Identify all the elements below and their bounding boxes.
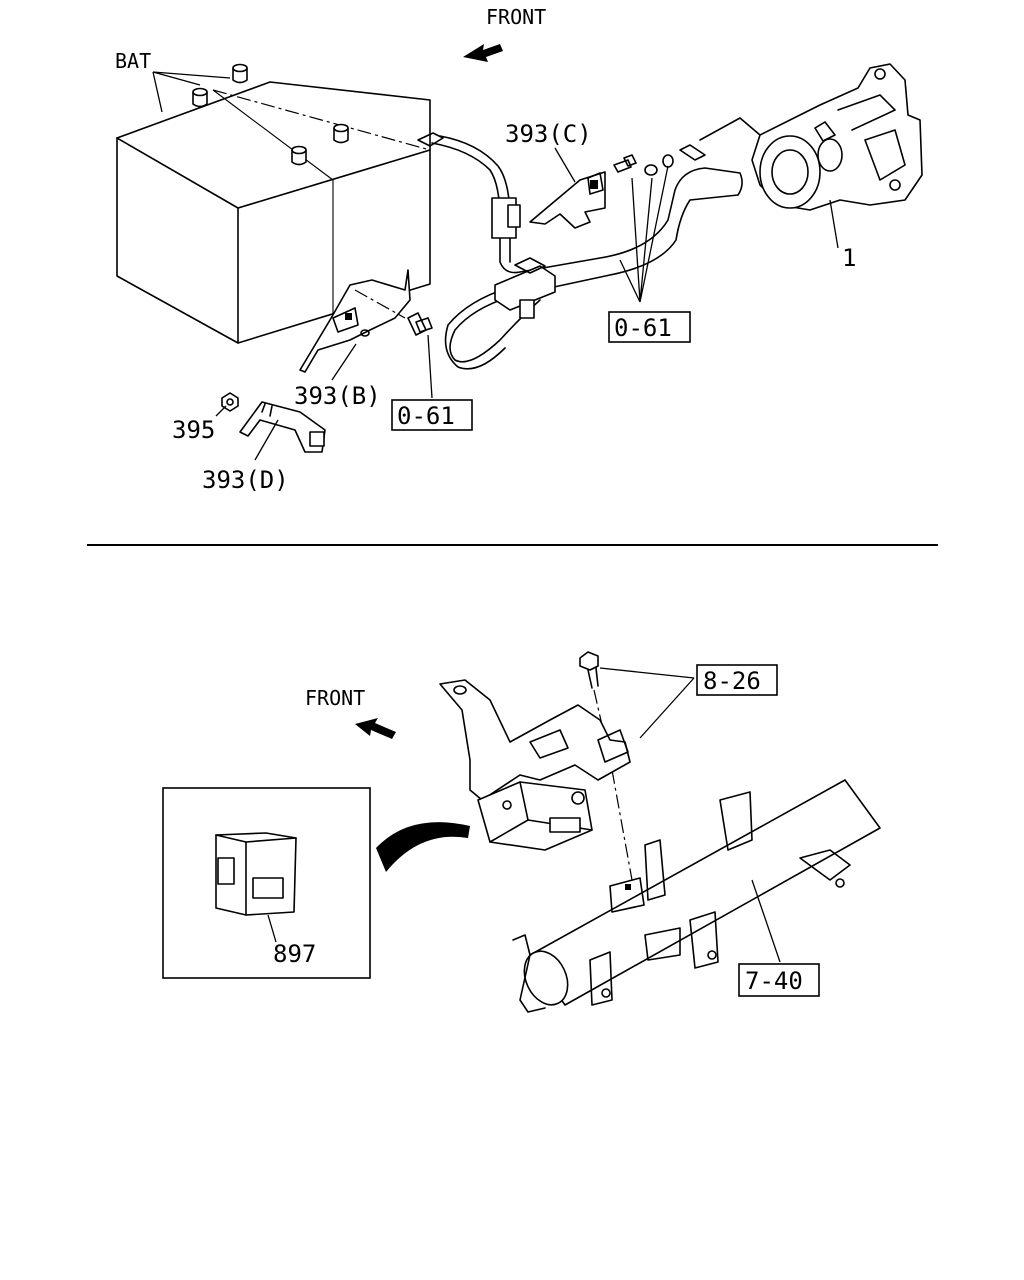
battery-terminal-2 [192,87,208,108]
battery-terminal-4 [291,145,307,166]
bracket-393b-label: 393(B) [294,382,381,410]
ref-box-7-40-text: 7-40 [745,967,803,995]
bracket-393b [299,269,411,373]
bolt-393b [407,312,433,336]
ref-box-0-61-lower-text: 0-61 [397,402,455,430]
battery-label: BAT [115,49,151,73]
cross-member [512,779,881,1013]
bolt-8-26 [579,651,599,689]
bracket-393c-label: 393(C) [505,120,592,148]
bracket-393d [239,401,326,453]
bolt-top-right [613,154,637,173]
control-unit-897 [215,832,297,916]
starter-motor [699,63,923,211]
callout-arrow-icon [376,822,470,872]
control-unit-897-label: 897 [273,940,316,968]
battery-terminal-3 [333,123,349,144]
front-label-top: FRONT [486,5,546,29]
nut-top-right [644,154,674,176]
front-label-bottom: FRONT [305,686,365,710]
ref-box-8-26 [696,664,778,696]
mounting-bracket [439,679,631,801]
front-arrow-top-icon [463,44,503,62]
front-arrow-bottom-icon [355,718,396,739]
ref-box-0-61-lower [391,399,473,431]
bracket-393c [529,171,606,229]
ref-box-8-26-text: 8-26 [703,667,761,695]
battery-terminal-1 [232,63,248,84]
bracket-393d-label: 393(D) [202,466,289,494]
starter-label: 1 [842,244,856,272]
starter-cable [417,132,743,370]
top-section: FRONT BAT [115,5,923,494]
ref-box-0-61-upper [608,311,691,343]
control-module-installed [477,781,593,851]
battery [116,63,431,344]
ref-box-7-40 [738,963,820,997]
bottom-section: FRONT 8-26 [162,651,881,1013]
nut-395-label: 395 [172,416,215,444]
ref-box-0-61-upper-text: 0-61 [614,314,672,342]
